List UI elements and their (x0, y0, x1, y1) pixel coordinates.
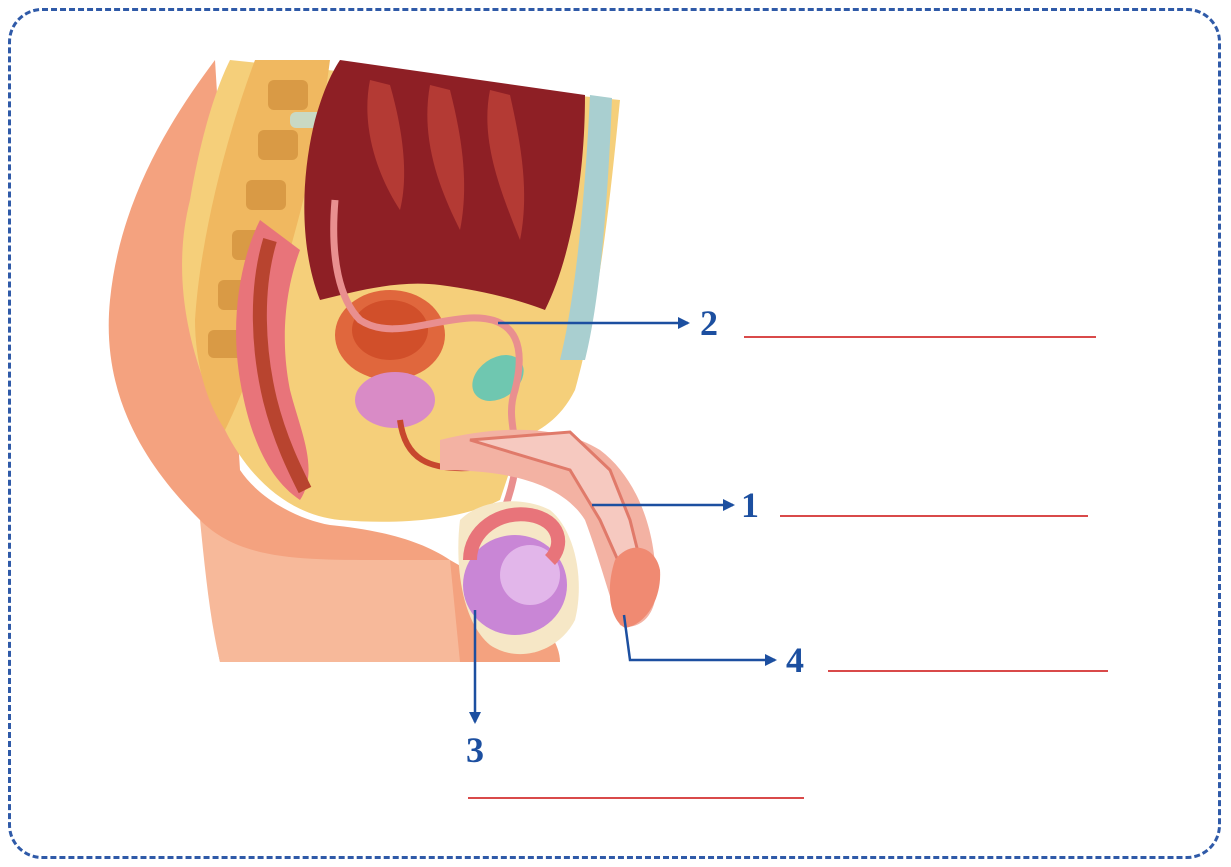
label-4: 4 (786, 642, 804, 678)
label-3: 3 (466, 732, 484, 768)
prostate (355, 372, 435, 428)
answer-line-4[interactable] (828, 670, 1108, 672)
label-1: 1 (741, 487, 759, 523)
glans (610, 548, 660, 628)
answer-line-2[interactable] (744, 336, 1096, 338)
answer-line-3[interactable] (468, 797, 804, 799)
answer-line-1[interactable] (780, 515, 1088, 517)
leader-line-4 (624, 615, 775, 660)
label-2: 2 (700, 305, 718, 341)
